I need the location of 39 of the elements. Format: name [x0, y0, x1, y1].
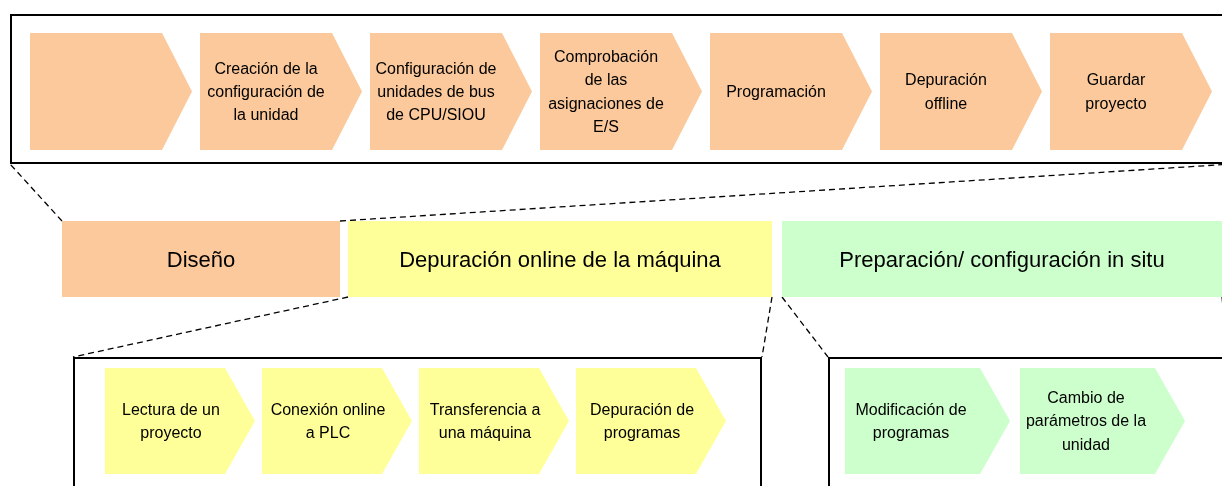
- process-step: [1050, 33, 1212, 150]
- zoom-line: [9, 163, 63, 222]
- step-label: Transferencia a una máquina: [428, 399, 542, 443]
- process-step: [30, 33, 192, 150]
- step-label: Creación de la configuración de la unidad: [206, 58, 326, 126]
- step-label: Cambio de parámetros de la unidad: [1024, 388, 1148, 455]
- step-label: Depuración offline: [904, 70, 988, 114]
- phase-band: [348, 221, 772, 297]
- step-label: Configuración de unidades de bus de CPU/SIOU: [374, 58, 498, 126]
- frame-box: [10, 14, 1222, 164]
- phase-band: [62, 221, 340, 297]
- step-label: Comprobación de las asignaciones de E/S: [547, 47, 665, 137]
- process-step: [540, 33, 702, 150]
- zoom-line: [339, 163, 1222, 222]
- phase-label: Depuración online de la máquina: [399, 245, 721, 274]
- phase-label: Preparación/ configuración in situ: [839, 245, 1165, 274]
- step-label: Conexión online a PLC: [269, 399, 387, 443]
- phase-band: [782, 221, 1222, 297]
- step-label: Guardar proyecto: [1084, 70, 1148, 114]
- step-label: Lectura de un proyecto: [121, 399, 221, 443]
- process-step: [1020, 368, 1185, 474]
- process-step: [845, 368, 1010, 474]
- process-step: [576, 368, 726, 474]
- step-label: Modificación de programas: [854, 399, 968, 443]
- process-step: [710, 33, 872, 150]
- step-label: Programación: [725, 81, 827, 102]
- zoom-line: [781, 296, 829, 358]
- process-step: [370, 33, 532, 150]
- process-step: [880, 33, 1042, 150]
- process-step: [105, 368, 255, 474]
- phase-label: Diseño: [166, 245, 236, 274]
- step-label: Depuración de programas: [588, 399, 696, 443]
- zoom-line: [72, 296, 349, 358]
- frame-box: [73, 357, 762, 486]
- process-step: [262, 368, 412, 474]
- frame-box: [828, 357, 1222, 486]
- process-step: [419, 368, 569, 474]
- zoom-line: [761, 296, 773, 358]
- process-step: [200, 33, 362, 150]
